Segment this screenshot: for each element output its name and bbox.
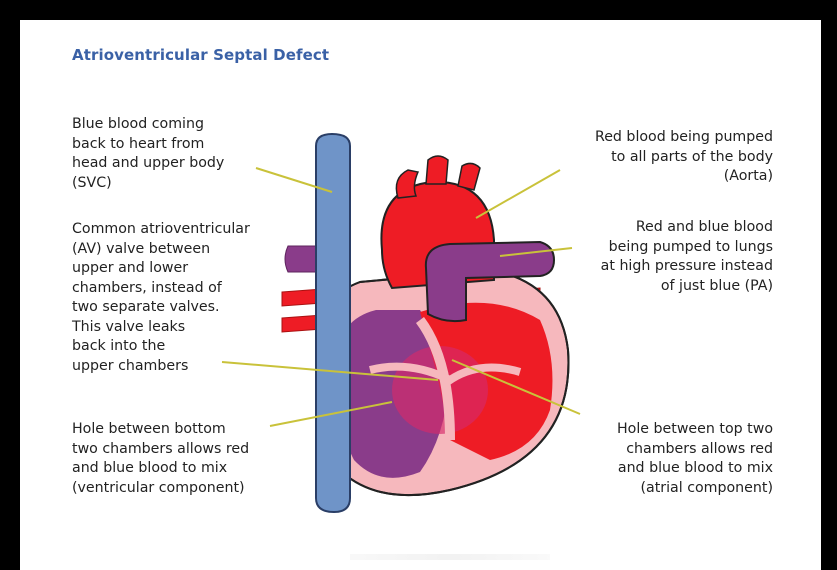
aortic-branch-2 — [426, 156, 448, 184]
label-atrial: Hole between top two chambers allows red… — [617, 420, 773, 498]
label-av-valve: Common atrioventricular (AV) valve betwe… — [72, 220, 250, 376]
aortic-branch-3 — [458, 163, 480, 190]
label-pa: Red and blue blood being pumped to lungs… — [601, 218, 773, 296]
label-svc: Blue blood coming back to heart from hea… — [72, 115, 224, 193]
leader-line-aorta — [476, 170, 560, 218]
vena-cava — [316, 134, 350, 512]
faint-footer-artifact — [350, 554, 550, 560]
label-aorta: Red blood being pumped to all parts of t… — [595, 128, 773, 187]
aortic-branch-1 — [396, 170, 418, 198]
label-ventricular: Hole between bottom two chambers allows … — [72, 420, 249, 498]
diagram-panel: Atrioventricular Septal Defect — [20, 20, 821, 570]
